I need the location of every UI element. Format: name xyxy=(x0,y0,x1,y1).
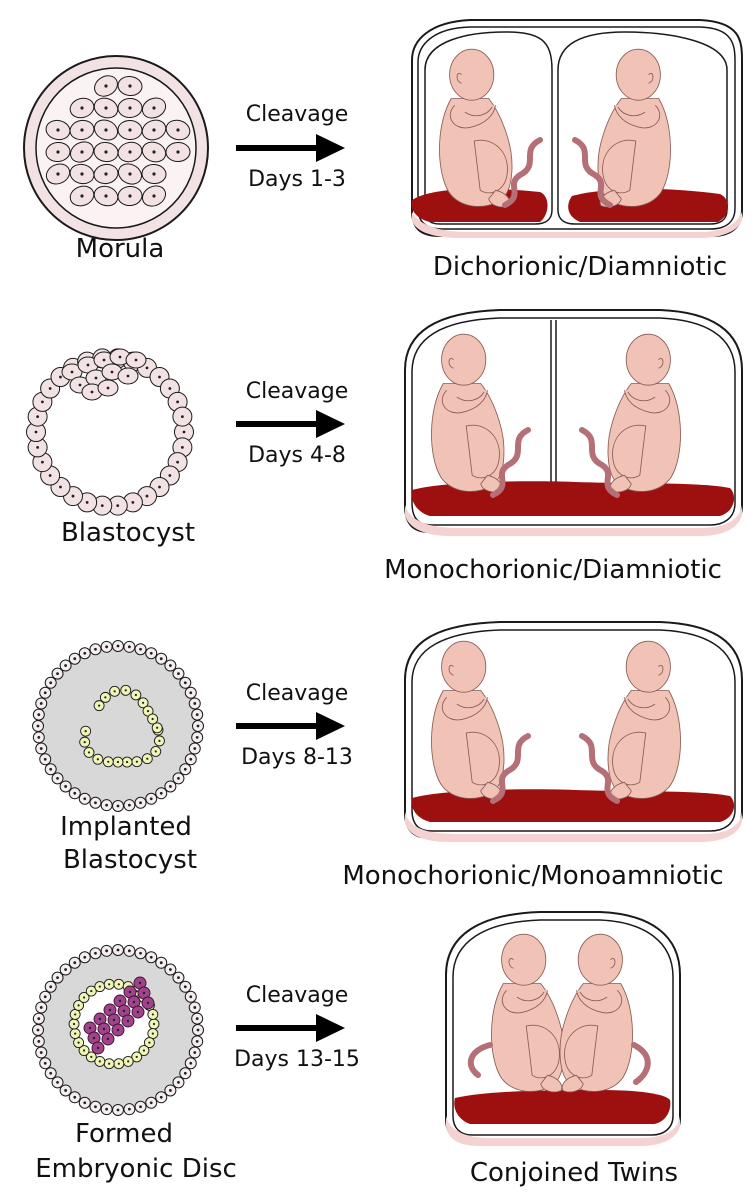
arrow-label-days: Days 8-13 xyxy=(241,745,353,770)
stage-label-implanted-line1: Implanted xyxy=(60,812,192,842)
stage-label-implanted-line2: Blastocyst xyxy=(63,845,197,875)
monochorionic-diamniotic-illustration xyxy=(404,309,743,536)
stage-label-disc-line2: Embryonic Disc xyxy=(35,1154,237,1184)
monochorionic-monoamniotic-illustration xyxy=(404,621,743,842)
arrow-row-3: Cleavage Days 8-13 xyxy=(236,681,353,770)
stage-label-blastocyst: Blastocyst xyxy=(61,518,195,548)
embryonic-disc-cell xyxy=(32,944,204,1116)
arrow-row-1: Cleavage Days 1-3 xyxy=(236,102,348,192)
implanted-blastocyst-cell xyxy=(32,640,204,812)
arrow-label-cleavage: Cleavage xyxy=(246,983,349,1008)
dichorionic-diamniotic-illustration xyxy=(411,19,743,238)
outcome-label-conjoined-twins: Conjoined Twins xyxy=(470,1158,678,1188)
outcome-label-monochorionic-monoamniotic: Monochorionic/Monoamniotic xyxy=(342,861,723,891)
morula-cell xyxy=(23,55,209,241)
arrow-row-4: Cleavage Days 13-15 xyxy=(234,983,360,1072)
arrow-label-days: Days 13-15 xyxy=(234,1047,360,1072)
conjoined-twins-illustration xyxy=(445,911,681,1146)
outcome-label-monochorionic-diamniotic: Monochorionic/Diamniotic xyxy=(384,555,722,585)
outcome-label-dichorionic-diamniotic: Dichorionic/Diamniotic xyxy=(433,252,727,282)
stage-label-disc-line1: Formed xyxy=(75,1119,173,1149)
arrow-label-days: Days 4-8 xyxy=(248,443,346,468)
arrow-label-cleavage: Cleavage xyxy=(246,379,349,404)
blastocyst-cell xyxy=(26,348,194,516)
arrow-label-cleavage: Cleavage xyxy=(246,681,349,706)
arrow-row-2: Cleavage Days 4-8 xyxy=(236,379,348,468)
stage-label-morula: Morula xyxy=(76,234,165,264)
arrow-label-days: Days 1-3 xyxy=(248,167,346,192)
arrow-label-cleavage: Cleavage xyxy=(246,102,349,127)
